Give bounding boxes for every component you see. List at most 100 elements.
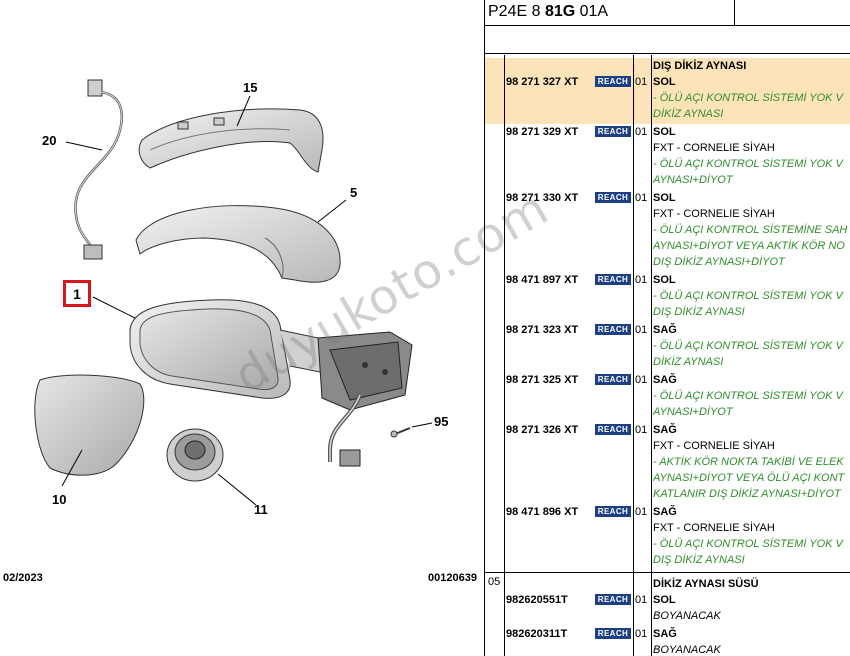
callout-15[interactable]: 15 xyxy=(243,80,258,95)
reach-badge: REACH xyxy=(595,628,631,639)
fitment-note: KATLANIR DIŞ DİKİZ AYNASI+DİYOT xyxy=(653,488,841,500)
part-number[interactable]: 98 471 897 XT xyxy=(506,274,579,286)
quantity: 01 xyxy=(635,274,648,286)
reach-badge: REACH xyxy=(595,274,631,285)
part-row[interactable]: 98 471 897 XT REACH 01 SOL - ÖLÜ AÇI KONTROL… xyxy=(485,272,850,322)
description-line: FXT - CORNELIE SİYAH xyxy=(653,208,775,220)
mirror-motor-part xyxy=(166,428,224,482)
part-number[interactable]: 98 271 325 XT xyxy=(506,374,579,386)
part-description: SAĞ - ÖLÜ AÇI KONTROL SİSTEMİ YOK V DİKİZ … xyxy=(653,322,850,370)
side-label: SOL xyxy=(653,76,676,88)
quantity: 01 xyxy=(635,594,648,606)
fitment-note: - ÖLÜ AÇI KONTROL SİSTEMİ YOK V xyxy=(653,390,843,402)
quantity: 01 xyxy=(635,126,648,138)
callout-10[interactable]: 10 xyxy=(52,492,67,507)
group-number: 05 xyxy=(488,576,501,588)
fitment-note: DİKİZ AYNASI xyxy=(653,108,724,120)
part-number[interactable]: 982620311T xyxy=(506,628,568,640)
part-description: DİKİZ AYNASI SÜSÜ SOL BOYANACAK xyxy=(653,576,850,624)
part-number[interactable]: 98 271 327 XT xyxy=(506,76,579,88)
side-label: SOL xyxy=(653,274,676,286)
side-label: SAĞ xyxy=(653,628,677,640)
part-row[interactable]: 98 471 896 XT REACH 01 SAĞ FXT - CORNELIE Sİ… xyxy=(485,504,850,570)
part-number[interactable]: 98 271 323 XT xyxy=(506,324,579,336)
diagram-code: 00120639 xyxy=(428,572,477,584)
part-number[interactable]: 98 271 330 XT xyxy=(506,192,579,204)
mirror-parts-illustration xyxy=(34,79,433,506)
part-description: SAĞ BOYANACAK xyxy=(653,626,850,656)
fitment-note: - ÖLÜ AÇI KONTROL SİSTEMİNE SAH xyxy=(653,224,848,236)
reach-badge: REACH xyxy=(595,374,631,385)
description-line: FXT - CORNELIE SİYAH xyxy=(653,142,775,154)
reach-badge: REACH xyxy=(595,324,631,335)
part-description: SAĞ - ÖLÜ AÇI KONTROL SİSTEMİ YOK V AYNASI… xyxy=(653,372,850,420)
fitment-note: DİKİZ AYNASI xyxy=(653,356,724,368)
side-label: SOL xyxy=(653,126,676,138)
mirror-glass-part xyxy=(34,374,145,476)
fitment-note: - ÖLÜ AÇI KONTROL SİSTEMİ YOK V xyxy=(653,158,843,170)
header-spacer xyxy=(485,26,850,54)
quantity: 01 xyxy=(635,374,648,386)
side-label: SAĞ xyxy=(653,324,677,336)
part-number[interactable]: 98 271 329 XT xyxy=(506,126,579,138)
part-number[interactable]: 982620551T xyxy=(506,594,568,606)
fitment-note: - ÖLÜ AÇI KONTROL SİSTEMİ YOK V xyxy=(653,340,843,352)
callout-95[interactable]: 95 xyxy=(434,414,449,429)
fitment-note: - AKTİK KÖR NOKTA TAKİBİ VE ELEK xyxy=(653,456,844,468)
callout-5[interactable]: 5 xyxy=(350,185,358,200)
quantity: 01 xyxy=(635,192,648,204)
mirror-cap-part xyxy=(135,205,341,283)
fitment-note: DIŞ DİKİZ AYNASI xyxy=(653,554,745,566)
parts-list-header: P24E 8 81G 01A xyxy=(485,0,850,26)
side-label: SAĞ xyxy=(653,506,677,518)
mirror-assembly-part xyxy=(129,299,413,467)
group-title: DİKİZ AYNASI SÜSÜ xyxy=(653,578,759,590)
fitment-note: AYNASI+DİYOT xyxy=(653,174,733,186)
part-description: SAĞ FXT - CORNELIE SİYAH - ÖLÜ AÇI KONTROL… xyxy=(653,504,850,568)
wire-harness-part xyxy=(74,79,124,260)
part-description: SOL FXT - CORNELIE SİYAH - ÖLÜ AÇI KONTROL… xyxy=(653,124,850,188)
fitment-note: AYNASI+DİYOT xyxy=(653,406,733,418)
column-divider xyxy=(504,55,505,656)
fitment-note: DIŞ DİKİZ AYNASI+DİYOT xyxy=(653,256,785,268)
description-line: BOYANACAK xyxy=(653,610,721,622)
parts-list-panel: P24E 8 81G 01A 0198 271 327 XTREACH01DIŞ… xyxy=(484,0,850,656)
fitment-note: - ÖLÜ AÇI KONTROL SİSTEMİ YOK V xyxy=(653,290,843,302)
turn-signal-lamp-part xyxy=(138,108,324,173)
side-label: SAĞ xyxy=(653,424,677,436)
group-separator xyxy=(485,572,850,573)
reach-badge: REACH xyxy=(595,424,631,435)
part-number[interactable]: 98 471 896 XT xyxy=(506,506,579,518)
part-row[interactable]: 98 271 329 XT REACH 01 SOL FXT - CORNELIE Sİ… xyxy=(485,124,850,190)
quantity: 01 xyxy=(635,506,648,518)
callout-11[interactable]: 11 xyxy=(254,502,268,517)
quantity: 01 xyxy=(635,324,648,336)
fitment-note: AYNASI+DİYOT VEYA ÖLÜ AÇI KONT xyxy=(653,472,845,484)
part-row[interactable]: 98 271 325 XT REACH 01 SAĞ - ÖLÜ AÇI KONTROL… xyxy=(485,372,850,422)
part-row[interactable]: 98 271 323 XT REACH 01 SAĞ - ÖLÜ AÇI KONTROL… xyxy=(485,322,850,372)
description-line: FXT - CORNELIE SİYAH xyxy=(653,522,775,534)
diagram-date: 02/2023 xyxy=(3,572,43,584)
description-line: FXT - CORNELIE SİYAH xyxy=(653,440,775,452)
column-divider xyxy=(633,55,634,656)
fitment-note: - ÖLÜ AÇI KONTROL SİSTEMİ YOK V xyxy=(653,538,843,550)
part-number[interactable]: 98 271 326 XT xyxy=(506,424,579,436)
side-label: SAĞ xyxy=(653,374,677,386)
exploded-diagram: 20 15 5 1 95 10 11 02/2023 00120639 duyu… xyxy=(3,79,559,584)
description-line: BOYANACAK xyxy=(653,644,721,656)
reach-badge: REACH xyxy=(595,76,631,87)
group-title: DIŞ DİKİZ AYNASI xyxy=(653,60,747,72)
side-label: SOL xyxy=(653,594,676,606)
callout-1-selected[interactable]: 1 xyxy=(63,280,91,307)
reach-badge: REACH xyxy=(595,126,631,137)
callout-20[interactable]: 20 xyxy=(42,133,57,148)
fitment-note: - ÖLÜ AÇI KONTROL SİSTEMİ YOK V xyxy=(653,92,843,104)
reach-badge: REACH xyxy=(595,506,631,517)
